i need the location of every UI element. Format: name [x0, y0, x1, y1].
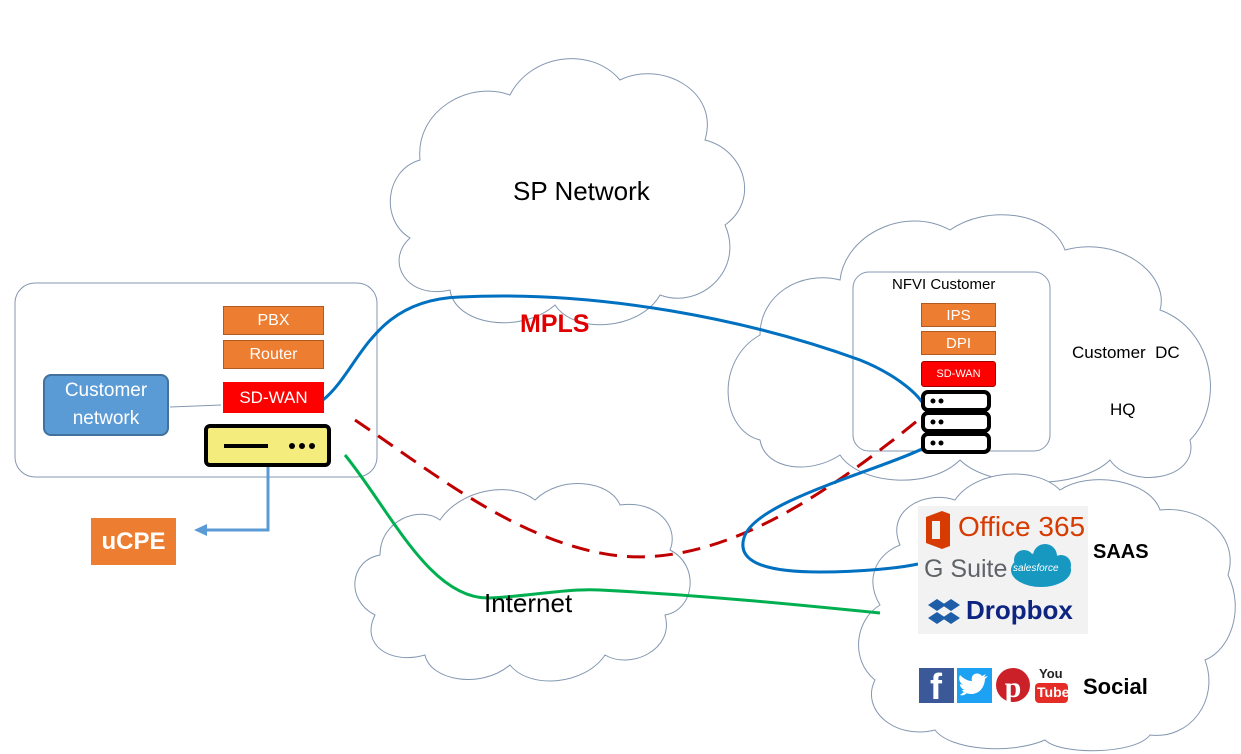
- internet-cloud: [354, 483, 691, 682]
- internet-link: [343, 454, 881, 615]
- nfvi-title: NFVI Customer: [892, 276, 996, 293]
- ucpe-device-led: [299, 443, 305, 449]
- customer-dc-label: Customer DC: [1072, 343, 1180, 362]
- pbx-box: PBX: [223, 306, 324, 335]
- youtube-tube-text: Tube: [1037, 684, 1070, 700]
- ucpe-label: uCPE: [101, 527, 166, 555]
- saas-label: SAAS: [1093, 541, 1149, 563]
- customer-network-label: Customer network: [64, 380, 148, 429]
- mpls-link: [322, 294, 926, 406]
- facebook-glyph: f: [930, 666, 942, 707]
- router-box: Router: [223, 340, 324, 369]
- internet-label: Internet: [484, 588, 573, 618]
- dropbox-label: Dropbox: [966, 595, 1073, 625]
- office-icon: [926, 511, 950, 549]
- ucpe-label-box: uCPE: [91, 518, 176, 565]
- gsuite-label: G Suite: [924, 555, 1008, 583]
- salesforce-label: salesforce: [1013, 563, 1059, 574]
- dropbox-icon: [928, 599, 960, 624]
- pinterest-glyph: p: [1005, 671, 1022, 704]
- server-stack-icon: [921, 390, 991, 454]
- sp-network-label: SP Network: [513, 176, 650, 206]
- youtube-you-text: You: [1039, 666, 1063, 681]
- ucpe-arrow-head: [194, 524, 207, 536]
- hq-label: HQ: [1110, 400, 1136, 419]
- ucpe-device-led: [289, 443, 295, 449]
- dc-to-saas-link: [741, 446, 925, 574]
- customer-network-connector: [169, 404, 222, 408]
- youtube-icon-top: [1035, 666, 1068, 682]
- nfvi-sdwan-box: SD-WAN: [921, 361, 996, 387]
- ips-box: IPS: [921, 303, 996, 327]
- pinterest-icon: [996, 668, 1030, 702]
- sdwan-box: SD-WAN: [223, 382, 324, 413]
- social-label: Social: [1083, 674, 1148, 699]
- office365-label: Office 365: [958, 511, 1086, 542]
- ucpe-device-led: [309, 443, 315, 449]
- youtube-icon-bottom: [1035, 683, 1068, 703]
- dpi-box: DPI: [921, 331, 996, 355]
- mpls-label: MPLS: [520, 310, 590, 338]
- customer-network-box: Customer network: [43, 374, 169, 436]
- backup-link: [354, 415, 923, 559]
- ucpe-arrow: [205, 466, 270, 532]
- facebook-icon: [919, 668, 954, 703]
- sp-network-cloud: [389, 58, 746, 326]
- twitter-bird-icon: [959, 673, 988, 696]
- salesforce-icon: [1011, 544, 1071, 587]
